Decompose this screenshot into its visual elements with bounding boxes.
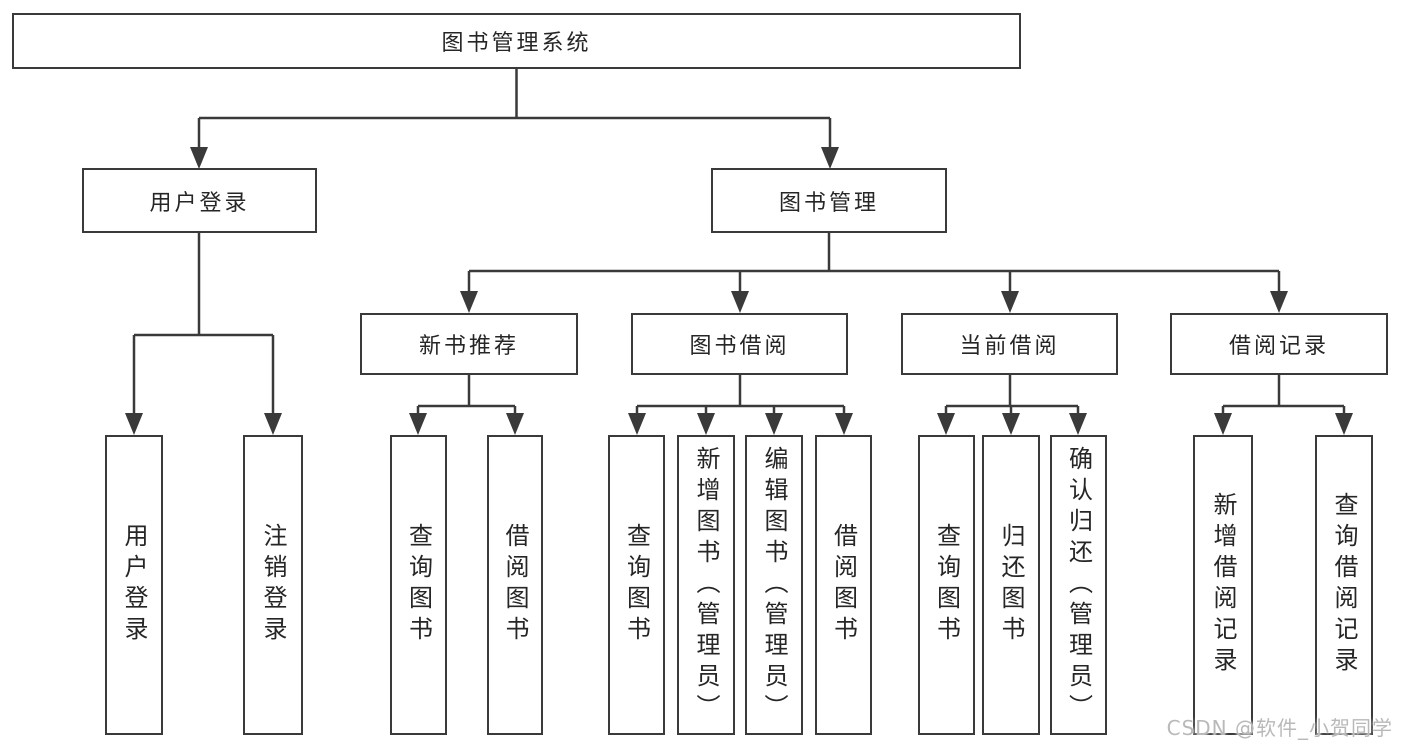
leaf-borrow-books: 借阅图书 — [815, 435, 872, 735]
node-label: 新书推荐 — [418, 334, 519, 359]
node-label: 查询借阅记录 — [1330, 492, 1358, 678]
csdn-watermark: CSDN @软件_小贺同学 — [1166, 716, 1393, 740]
node-label: 用户登录 — [120, 523, 148, 647]
node-label: 借阅图书 — [829, 523, 858, 647]
node-borrow-records: 借阅记录 — [1170, 313, 1388, 375]
node-label: 确认归还（管理员） — [1064, 445, 1093, 725]
node-label: 注销登录 — [259, 523, 287, 647]
leaf-edit-books-admin: 编辑图书（管理员） — [745, 435, 803, 735]
leaf-confirm-return-admin: 确认归还（管理员） — [1050, 435, 1107, 735]
node-label: 用户登录 — [149, 190, 250, 216]
leaf-query-books-current: 查询图书 — [918, 435, 975, 735]
leaf-query-borrow-record: 查询借阅记录 — [1315, 435, 1373, 735]
node-label: 借阅记录 — [1228, 334, 1329, 359]
leaf-query-books-recommend: 查询图书 — [390, 435, 447, 735]
node-label: 图书管理系统 — [441, 31, 592, 56]
leaf-user-login: 用户登录 — [105, 435, 163, 735]
node-label: 归还图书 — [997, 523, 1025, 647]
node-user-login: 用户登录 — [82, 168, 317, 233]
leaf-logout: 注销登录 — [243, 435, 303, 735]
node-label: 查询图书 — [622, 523, 651, 647]
node-label: 编辑图书（管理员） — [760, 445, 788, 725]
node-label: 新增图书（管理员） — [692, 445, 720, 725]
node-label: 新增借阅记录 — [1209, 492, 1237, 678]
node-label: 查询图书 — [404, 523, 433, 647]
node-library-management-system: 图书管理系统 — [12, 13, 1021, 69]
node-new-book-recommend: 新书推荐 — [360, 313, 578, 375]
node-label: 当前借阅 — [959, 334, 1060, 359]
node-current-borrow: 当前借阅 — [901, 313, 1118, 375]
leaf-add-books-admin: 新增图书（管理员） — [677, 435, 735, 735]
leaf-return-books: 归还图书 — [982, 435, 1040, 735]
node-label: 图书管理 — [778, 190, 879, 216]
node-book-management: 图书管理 — [711, 168, 947, 233]
leaf-borrow-books-recommend: 借阅图书 — [487, 435, 543, 735]
node-label: 图书借阅 — [689, 334, 790, 359]
leaf-add-borrow-record: 新增借阅记录 — [1193, 435, 1253, 735]
arrowheads — [125, 147, 1353, 435]
node-book-borrow: 图书借阅 — [631, 313, 848, 375]
leaf-query-books-borrow: 查询图书 — [608, 435, 665, 735]
node-label: 查询图书 — [932, 523, 961, 647]
node-label: 借阅图书 — [501, 523, 529, 647]
